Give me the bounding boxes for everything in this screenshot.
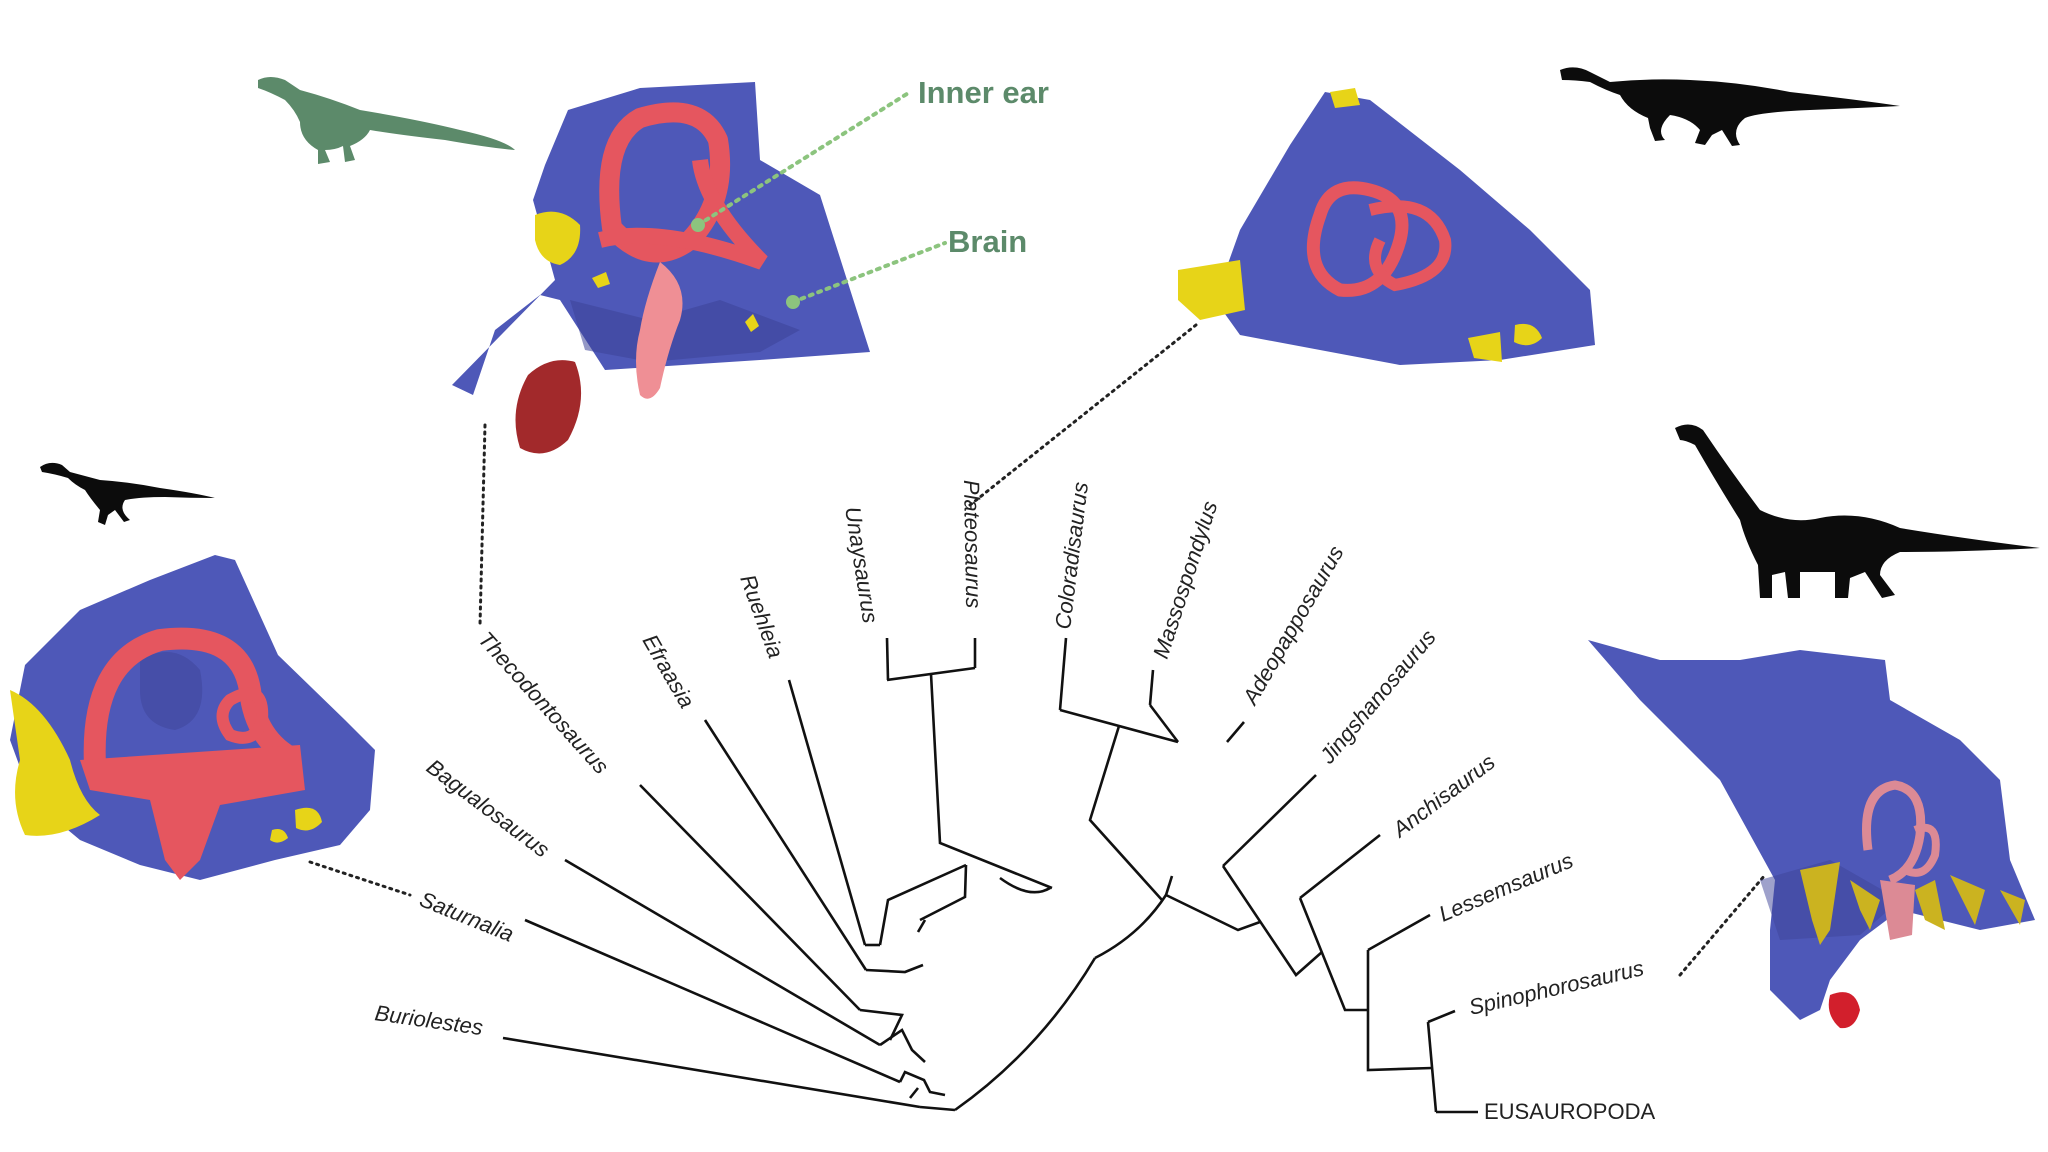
taxon-label-thecodontosaurus: Thecodontosaurus — [473, 627, 614, 779]
inner-ear-ring — [1903, 823, 1940, 877]
taxon-label-massospondylus: Massospondylus — [1148, 498, 1222, 662]
nerve-blob-2 — [592, 272, 610, 288]
silhouette-black-sauropod — [1675, 424, 2040, 598]
inner-ear-loop — [1862, 780, 1926, 885]
nerve-blob-3 — [745, 314, 759, 332]
taxon-label-saturnalia: Saturnalia — [416, 886, 517, 946]
vessel-red — [1828, 992, 1860, 1029]
braincase-shading — [140, 652, 203, 730]
taxon-label-jingshanosaurus: Jingshanosaurus — [1314, 625, 1441, 769]
nerve-blob-2 — [295, 807, 322, 831]
taxon-label-ruehleia: Ruehleia — [735, 571, 788, 661]
braincase-shading — [570, 300, 800, 362]
taxon-label-bagualosaurus: Bagualosaurus — [422, 754, 554, 862]
braincase-render-spinophorosaurus — [1588, 640, 2035, 1029]
inner-ear-ring — [216, 687, 269, 744]
inner-ear-loop-2 — [1368, 200, 1452, 292]
vessel-red — [515, 360, 582, 454]
callout-inner-ear: Inner ear — [918, 75, 1049, 110]
taxon-label-coloradisaurus: Coloradisaurus — [1050, 481, 1093, 631]
callout-brain: Brain — [948, 224, 1027, 259]
nerve-blob-1 — [10, 690, 100, 836]
nerve-blob-4 — [1514, 323, 1542, 346]
nerve-blob-1 — [535, 211, 581, 265]
brain-marker — [786, 295, 800, 309]
braincase-render-thecodontosaurus — [452, 82, 870, 454]
nerve-blob-3 — [1468, 332, 1502, 362]
taxon-label-buriolestes: Buriolestes — [373, 1000, 484, 1040]
cochlea — [1880, 880, 1915, 940]
silhouette-green-dinosaur — [258, 77, 515, 164]
nerve-blob-1 — [1178, 260, 1245, 320]
silhouette-black-theropod — [40, 462, 215, 525]
taxon-label-adeopapposaurus: Adeopapposaurus — [1237, 541, 1349, 710]
inner-ear-loop — [599, 102, 731, 263]
inner-ear-marker — [691, 218, 705, 232]
inner-ear-loop — [1306, 181, 1409, 297]
taxon-label-lessemsaurus: Lessemsaurus — [1435, 848, 1576, 927]
braincase-mesh — [1588, 640, 2035, 1020]
anatomy-callouts: Inner ear Brain — [691, 75, 1049, 309]
brain-endocast — [636, 262, 683, 399]
taxon-labels: Buriolestes Saturnalia Bagualosaurus The… — [373, 480, 1655, 1124]
specimen-leaders — [308, 323, 1767, 977]
nerve-blob-3 — [270, 829, 288, 843]
taxon-label-efraasia: Efraasia — [638, 630, 700, 712]
nerve-teeth — [1800, 862, 2025, 945]
braincase-render-saturnalia — [10, 555, 375, 880]
taxon-label-plateosaurus: Plateosaurus — [959, 480, 986, 609]
taxon-label-unaysaurus: Unaysaurus — [840, 505, 883, 625]
cochlea-band — [80, 745, 305, 880]
braincase-render-plateosaurus — [1178, 88, 1595, 365]
nerve-blob-2 — [1330, 88, 1360, 108]
cladogram-tree — [502, 637, 1478, 1114]
inner-ear-loop-2 — [598, 158, 768, 270]
silhouette-black-prosauropod — [1560, 67, 1900, 146]
taxon-label-eusauropoda: EUSAUROPODA — [1484, 1099, 1655, 1124]
taxon-label-spinophorosaurus: Spinophorosaurus — [1467, 955, 1647, 1020]
taxon-label-anchisaurus: Anchisaurus — [1386, 749, 1499, 843]
